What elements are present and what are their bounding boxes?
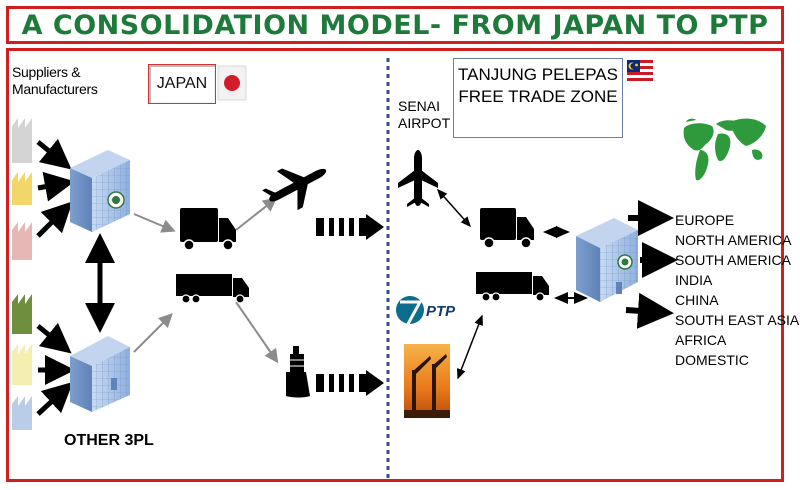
malaysia-flag-icon: [627, 60, 653, 84]
striped-arrow-icon: [316, 370, 384, 396]
ftz-label: TANJUNG PELEPAS FREE TRADE ZONE: [458, 65, 618, 106]
factory-arrows-top: [36, 138, 75, 238]
flow-arrow: [457, 314, 483, 380]
senai-airport-label: SENAI AIRPOT: [398, 98, 451, 131]
ptp-logo: PTP: [396, 296, 456, 325]
ftz-box: TANJUNG PELEPAS FREE TRADE ZONE: [453, 58, 623, 138]
factory-icon: [12, 396, 32, 430]
destination-list: EUROPE NORTH AMERICA SOUTH AMERICA INDIA…: [675, 210, 799, 370]
truck-icon: [176, 274, 249, 304]
title-bar: A CONSOLIDATION MODEL- FROM JAPAN TO PTP: [6, 6, 784, 44]
factory-icon: [12, 172, 32, 205]
japan-label-box: JAPAN: [148, 64, 216, 104]
destination-item: SOUTH EAST ASIA: [675, 312, 800, 328]
flow-arrow: [133, 213, 176, 233]
factory-arrows-bottom: [36, 322, 75, 416]
port-crane-photo: [404, 344, 450, 418]
truck-icon: [180, 208, 236, 251]
destination-item: AFRICA: [675, 332, 727, 348]
japan-flag-icon: [217, 65, 247, 101]
destination-item: DOMESTIC: [675, 352, 749, 368]
destination-arrows: [625, 200, 678, 329]
warehouse-icon: [576, 218, 638, 302]
warehouse-icon: [70, 150, 130, 232]
other-3pl-label: OTHER 3PL: [64, 432, 154, 449]
factory-icon: [12, 294, 32, 334]
airplane-icon: [262, 168, 327, 211]
flow-arrow: [133, 313, 173, 353]
truck-icon: [480, 208, 534, 249]
ptp-logo-text: PTP: [426, 303, 456, 320]
destination-item: INDIA: [675, 272, 713, 288]
destination-item: EUROPE: [675, 212, 735, 228]
warehouse-icon: [70, 336, 130, 412]
page-title: A CONSOLIDATION MODEL- FROM JAPAN TO PTP: [21, 9, 769, 41]
truck-icon: [476, 272, 549, 302]
flow-arrow: [437, 188, 471, 228]
factory-icon: [12, 222, 32, 260]
destination-item: SOUTH AMERICA: [675, 252, 791, 268]
ship-icon: [286, 346, 310, 398]
striped-arrow-icon: [316, 214, 384, 240]
flow-arrow: [235, 197, 278, 231]
destination-item: NORTH AMERICA: [675, 232, 792, 248]
world-map-icon: [683, 118, 766, 181]
factory-icon: [12, 118, 32, 163]
destination-item: CHINA: [675, 292, 719, 308]
flow-arrow: [235, 301, 279, 364]
airplane-icon: [398, 150, 438, 207]
suppliers-label: Suppliers & Manufacturers: [12, 64, 98, 97]
factory-icon: [12, 344, 32, 385]
japan-label: JAPAN: [156, 75, 208, 92]
